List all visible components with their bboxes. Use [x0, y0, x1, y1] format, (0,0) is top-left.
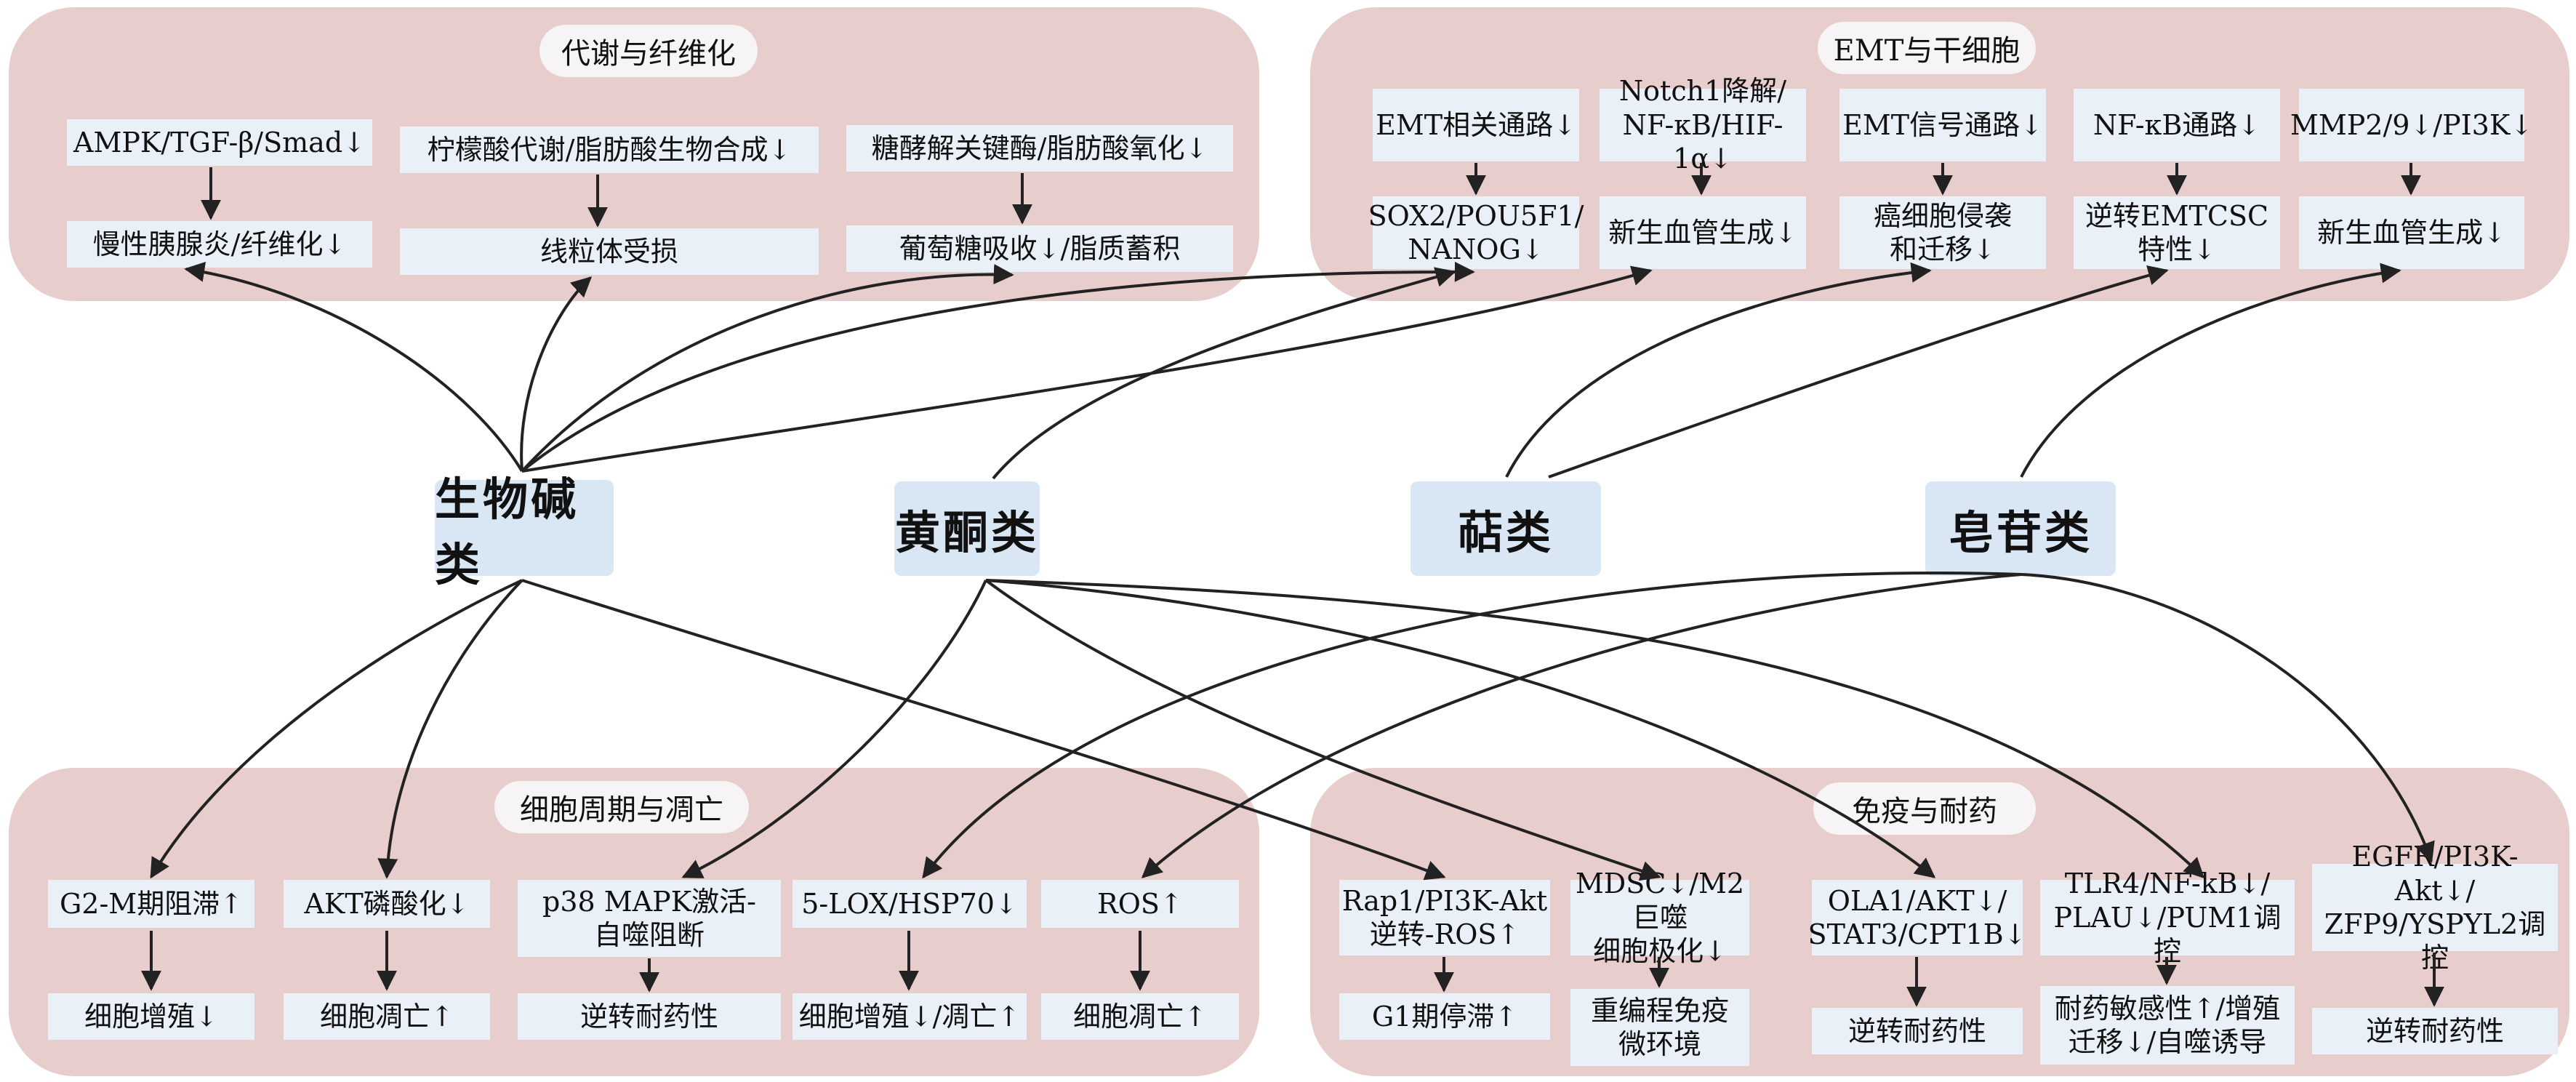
arrow-alkaloid-akt [377, 579, 523, 879]
arrow-alkaloid-rap1 [521, 579, 1446, 881]
nfkb-box: NF-κB通路↓ [2074, 89, 2280, 161]
mito-box: 线粒体受损 [400, 228, 819, 275]
resistance-box-2: 逆转耐药性 [1812, 1008, 2023, 1054]
pancreatitis-box: 慢性胰腺炎/纤维化↓ [67, 221, 372, 268]
panel-title-emt: EMT与干细胞 [1818, 22, 2036, 74]
emt-signal-box: EMT信号通路↓ [1839, 89, 2046, 161]
arrow-saponin-lox [922, 572, 2022, 879]
arrow-alkaloid-glucose [521, 264, 1014, 473]
rap1-box: Rap1/PI3K-Akt 逆转-ROS↑ [1339, 880, 1550, 955]
glycolysis-box: 糖酵解关键酶/脂肪酸氧化↓ [846, 125, 1233, 172]
akt-box: AKT磷酸化↓ [284, 880, 490, 928]
ampk-box: AMPK/TGF-β/Smad↓ [67, 119, 372, 166]
arrow-saponin-ros [1141, 573, 2022, 878]
glucose-box: 葡萄糖吸收↓/脂质蓄积 [846, 225, 1233, 272]
invasion-box: 癌细胞侵袭 和迁移↓ [1839, 196, 2046, 269]
panel-title-metabolism: 代谢与纤维化 [539, 25, 758, 77]
emt-pathway-box: EMT相关通路↓ [1373, 89, 1579, 161]
category-flavonoids: 黄酮类 [894, 481, 1040, 576]
arrow-flavonoid-p38 [681, 580, 987, 878]
arrow-alkaloid-angio1 [521, 265, 1653, 473]
arrow-flavonoid-ola1 [985, 579, 1936, 878]
arrow-saponin-egfr [2021, 573, 2435, 863]
g2m-box: G2-M期阻滞↑ [48, 880, 254, 928]
sox2-box: SOX2/POU5F1/ NANOG↓ [1368, 196, 1584, 269]
proliferation-box-2: 细胞增殖↓/凋亡↑ [793, 993, 1027, 1040]
arrow-terpene-invasion [1505, 262, 1932, 478]
p38-box: p38 MAPK激活- 自噬阻断 [518, 880, 781, 957]
arrow-alkaloid-sox2 [521, 261, 1475, 473]
proliferation-box-1: 细胞增殖↓ [48, 993, 254, 1040]
citrate-box: 柠檬酸代谢/脂肪酸生物合成↓ [400, 127, 819, 173]
emtcsc-box: 逆转EMTCSC 特性↓ [2074, 196, 2280, 269]
arrow-terpene-emtcsc [1548, 265, 2169, 478]
angiogenesis-box-2: 新生血管生成↓ [2299, 196, 2524, 269]
panel-title-immune: 免疫与耐药 [1813, 782, 2036, 835]
mmp-box: MMP2/9↓/PI3K↓ [2290, 89, 2533, 161]
panel-title-cellcycle: 细胞周期与凋亡 [494, 781, 749, 833]
g1-box: G1期停滞↑ [1339, 993, 1550, 1040]
category-alkaloids: 生物碱类 [435, 473, 614, 591]
angiogenesis-box-1: 新生血管生成↓ [1600, 196, 1806, 269]
arrow-flavonoid-tlr4 [985, 579, 2204, 878]
category-terpenes: 萜类 [1411, 481, 1601, 576]
sensitivity-box: 耐药敏感性↑/增殖 迁移↓/自噬诱导 [2040, 986, 2295, 1065]
lox-box: 5-LOX/HSP70↓ [793, 880, 1027, 928]
arrow-alkaloid-g2m [150, 579, 523, 879]
arrow-saponin-angio2 [2020, 263, 2402, 478]
category-saponins: 皂苷类 [1925, 481, 2116, 576]
ola1-box: OLA1/AKT↓/ STAT3/CPT1B↓ [1808, 880, 2026, 955]
apoptosis-box-1: 细胞凋亡↑ [284, 993, 490, 1040]
arrow-flavonoid-mdsc [984, 579, 1661, 881]
egfr-box: EGFR/PI3K-Akt↓/ ZFP9/YSPYL2调控 [2312, 841, 2558, 974]
resistance-box-3: 逆转耐药性 [2312, 1008, 2558, 1054]
ros-box: ROS↑ [1041, 880, 1239, 928]
arrow-flavonoid-sox2 [992, 267, 1456, 480]
mdsc-box: MDSC↓/M2巨噬 细胞极化↓ [1570, 867, 1749, 967]
arrow-alkaloid-pancreatitis [184, 262, 523, 473]
apoptosis-box-2: 细胞凋亡↑ [1041, 993, 1239, 1040]
reprogram-box: 重编程免疫 微环境 [1570, 989, 1749, 1066]
arrow-alkaloid-mito [520, 276, 593, 472]
resistance-box-1: 逆转耐药性 [518, 993, 781, 1040]
